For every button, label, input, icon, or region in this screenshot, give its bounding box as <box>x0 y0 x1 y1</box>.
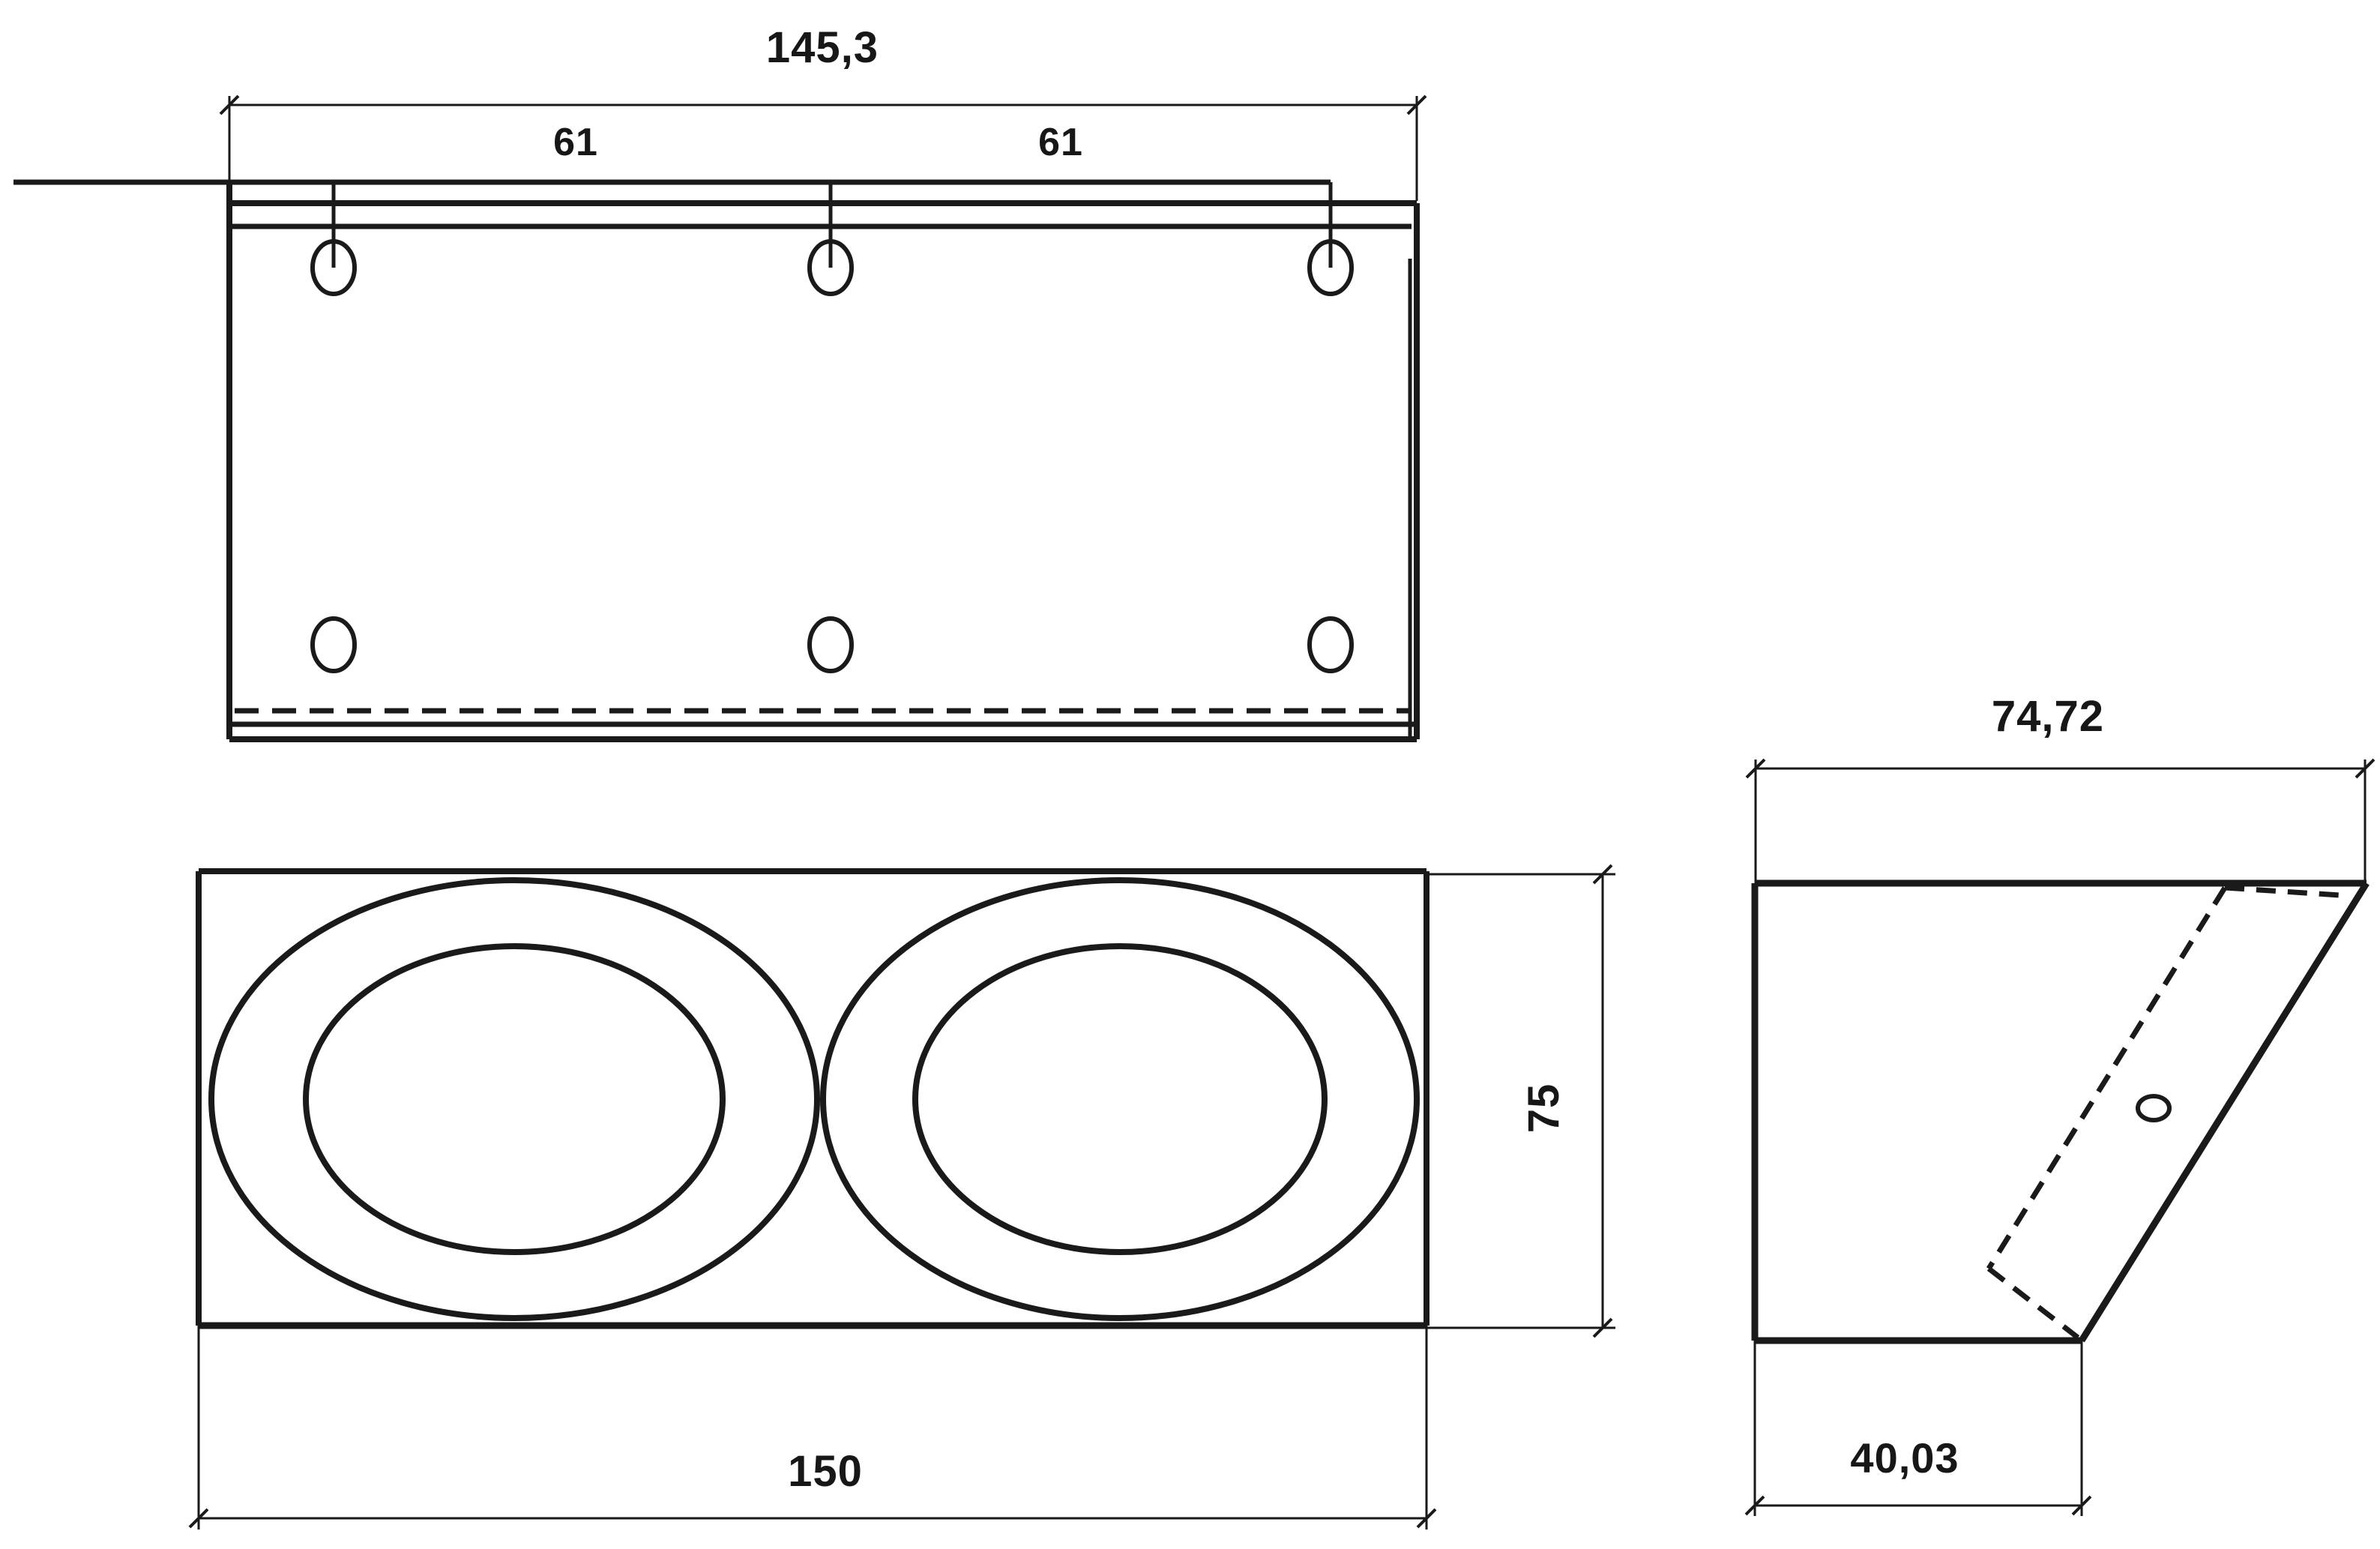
dim-side-bottom-width: 40,03 <box>1850 1434 1959 1482</box>
mounting-hole <box>310 239 357 296</box>
dimension-tick <box>1592 864 1613 885</box>
dimension-tick <box>1416 1508 1437 1529</box>
speaker-ring-outer <box>208 877 820 1321</box>
dim-front-width: 150 <box>788 1447 863 1496</box>
dimension-tick <box>1406 94 1427 115</box>
side-view-sloped-edge <box>2079 881 2370 1343</box>
mounting-hole <box>807 616 854 673</box>
side-view-hidden-flap-edge <box>1986 886 2227 1270</box>
dim-front-height: 75 <box>1519 1083 1568 1134</box>
mounting-hole <box>1307 616 1354 673</box>
dim-hole-spacing-left: 61 <box>553 121 598 164</box>
dimension-tick <box>2071 1495 2092 1516</box>
speaker-ring-outer <box>820 877 1420 1321</box>
mounting-hole <box>807 239 854 296</box>
dimension-tick <box>2355 758 2376 779</box>
dimension-tick <box>1745 758 1766 779</box>
dim-side-top-width: 74,72 <box>1991 692 2105 741</box>
speaker-ring-inner <box>303 943 726 1255</box>
dim-overall-width: 145,3 <box>765 23 879 72</box>
mounting-hole <box>310 616 357 673</box>
speaker-ring-inner <box>912 943 1328 1255</box>
side-view-hidden-flap-top <box>2224 885 2341 898</box>
mounting-hole <box>1307 239 1354 296</box>
dimension-tick <box>219 94 240 115</box>
dim-hole-spacing-right: 61 <box>1038 121 1083 164</box>
dimension-tick <box>1744 1495 1765 1516</box>
side-view-screw-hole <box>2136 1094 2172 1122</box>
dimension-tick <box>1592 1317 1613 1338</box>
dimension-tick <box>188 1508 209 1529</box>
side-view-hidden-flap-bottom <box>1986 1266 2080 1340</box>
